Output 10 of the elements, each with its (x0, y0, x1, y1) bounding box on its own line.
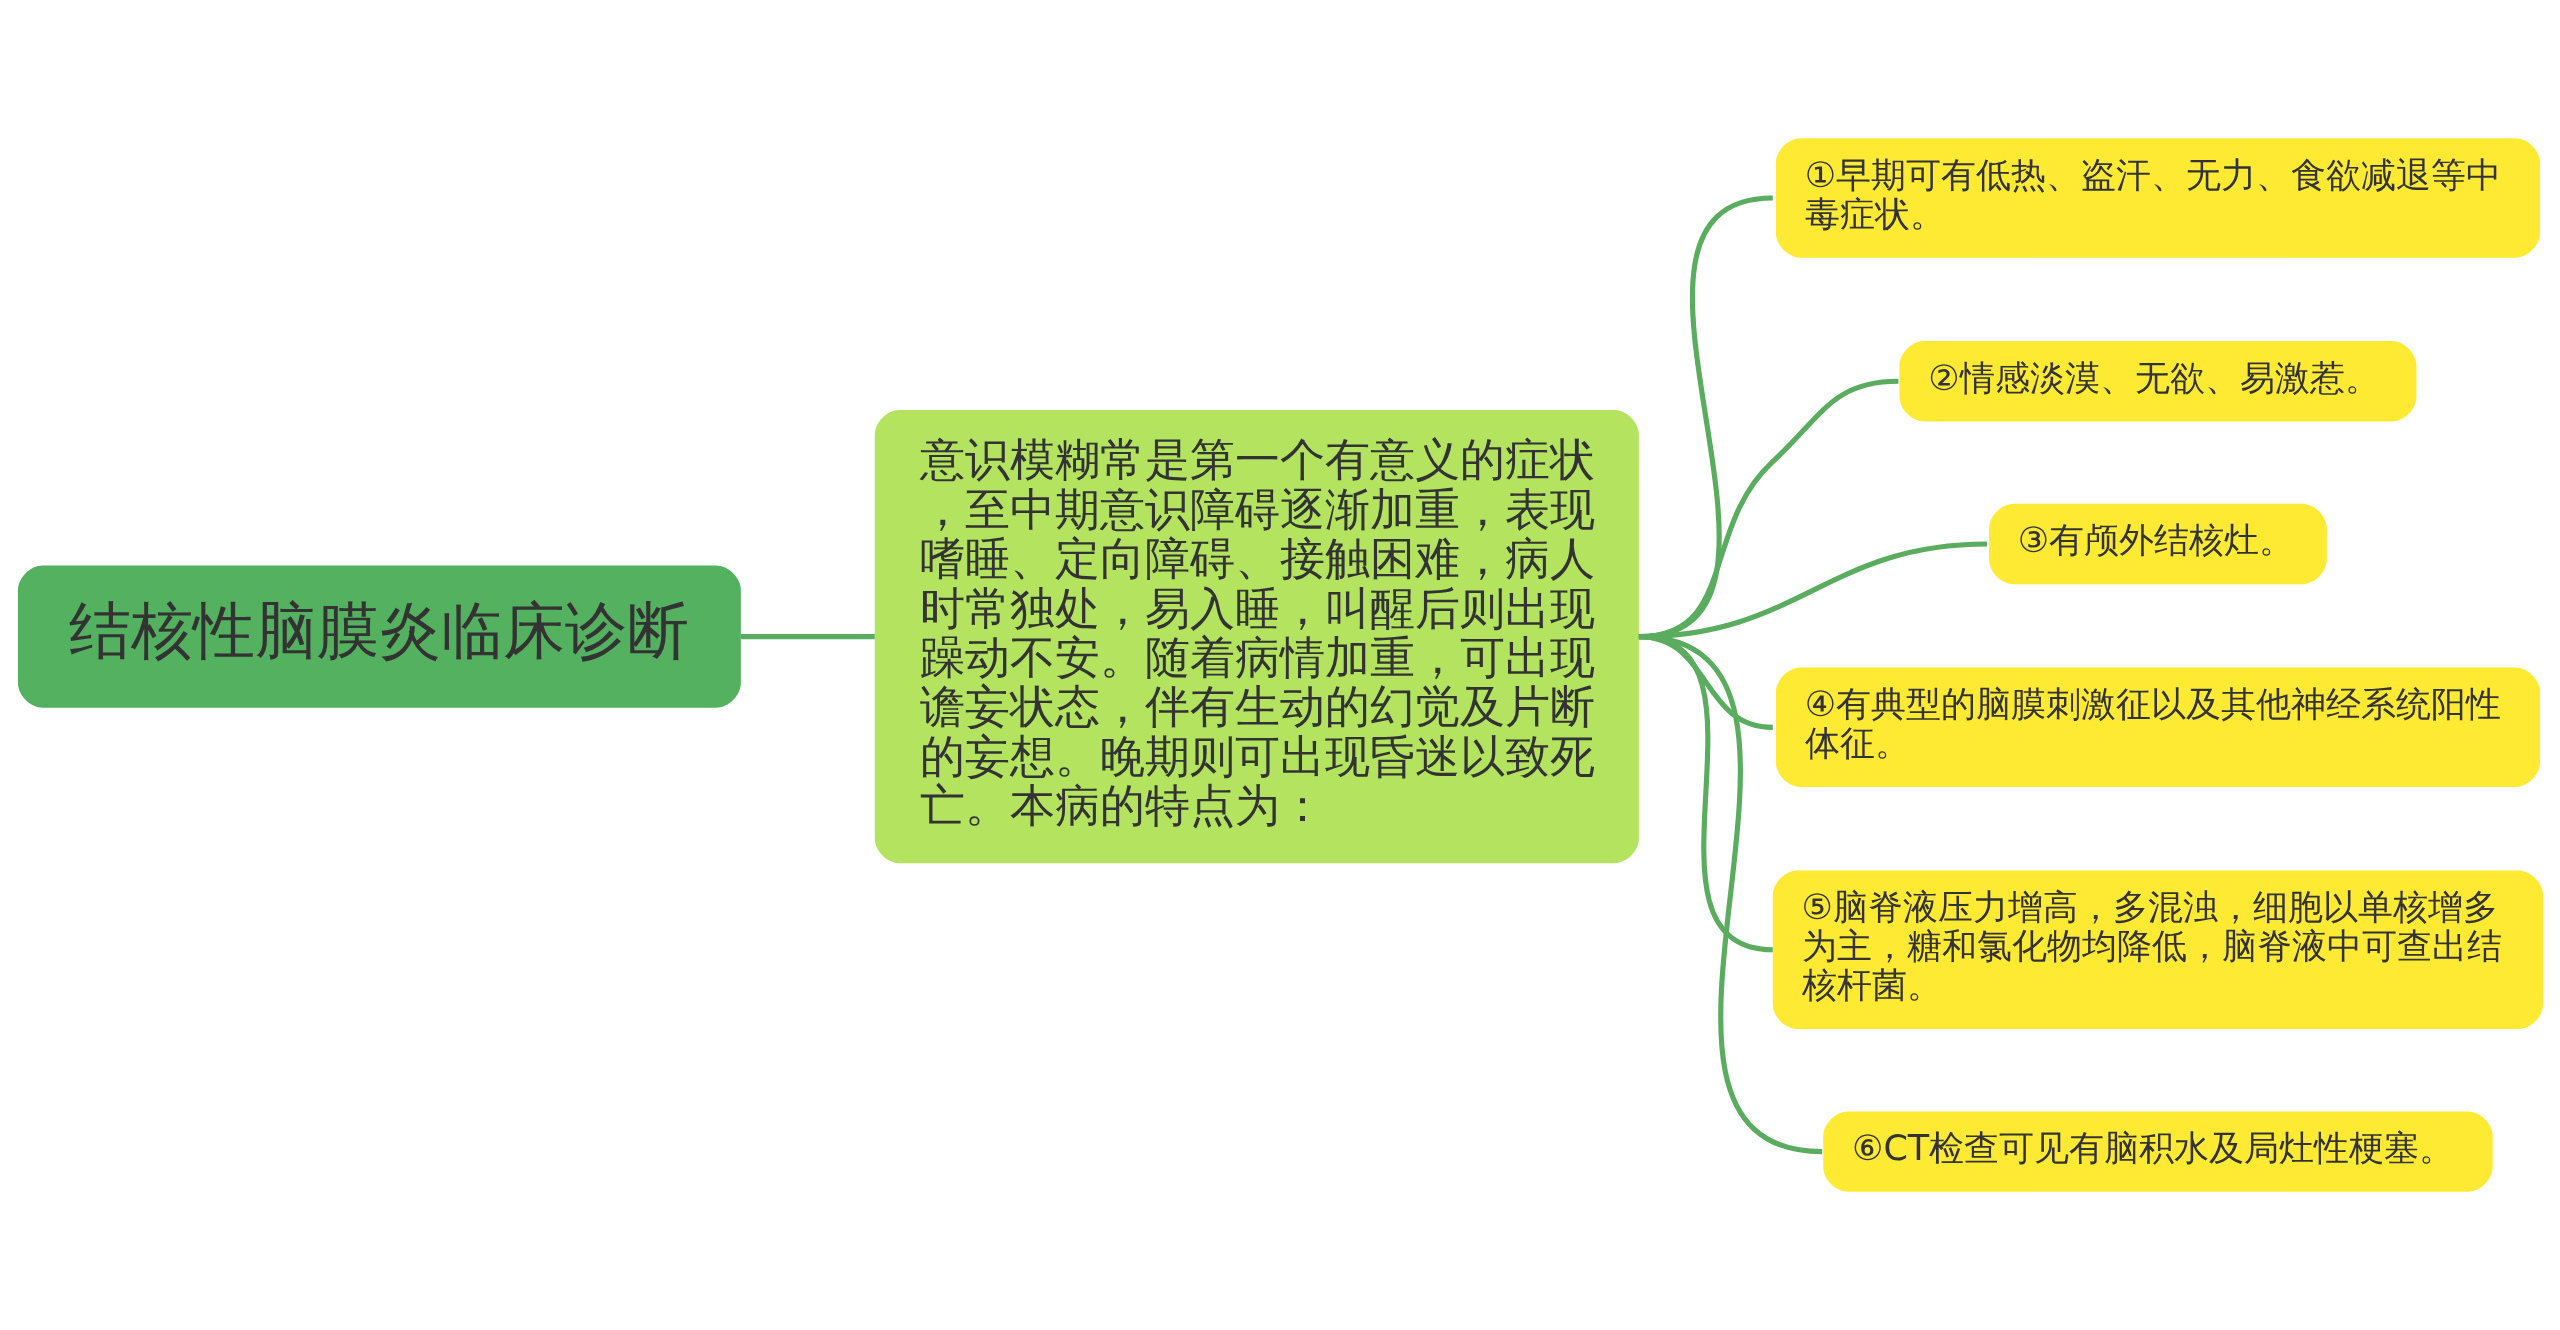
node-box: 意识模糊常是第一个有意义的症状，至中期意识障碍逐渐加重，表现嗜睡、定向障碍、接触困难，病人时常独处，易入睡，叫醒后则出现躁动不安。随着病情加重，可出现谵妄状态，伴有生动的幻觉及片断的妄想。晚期则可出现昏迷以致死亡。本病的特点为： (874, 410, 1639, 864)
node-box: ⑤脑脊液压力增高，多混浊，细胞以单核增多为主，糖和氯化物均降低，脑脊液中可查出结核杆菌。 (1772, 870, 2543, 1030)
node-box: ②情感淡漠、无欲、易激惹。 (1898, 341, 2416, 422)
node-box: ①早期可有低热、盗汗、无力、食欲减退等中毒症状。 (1775, 138, 2540, 258)
node-box: 结核性脑膜炎临床诊断 (17, 565, 741, 708)
node-box: ④有典型的脑膜刺激征以及其他神经系统阳性体征。 (1775, 667, 2540, 788)
node-box: ⑥CT检查可见有脑积水及局灶性梗塞。 (1822, 1111, 2493, 1192)
node-box: ③有颅外结核灶。 (1988, 503, 2327, 585)
connector (1637, 634, 1823, 1155)
connector (740, 634, 875, 640)
